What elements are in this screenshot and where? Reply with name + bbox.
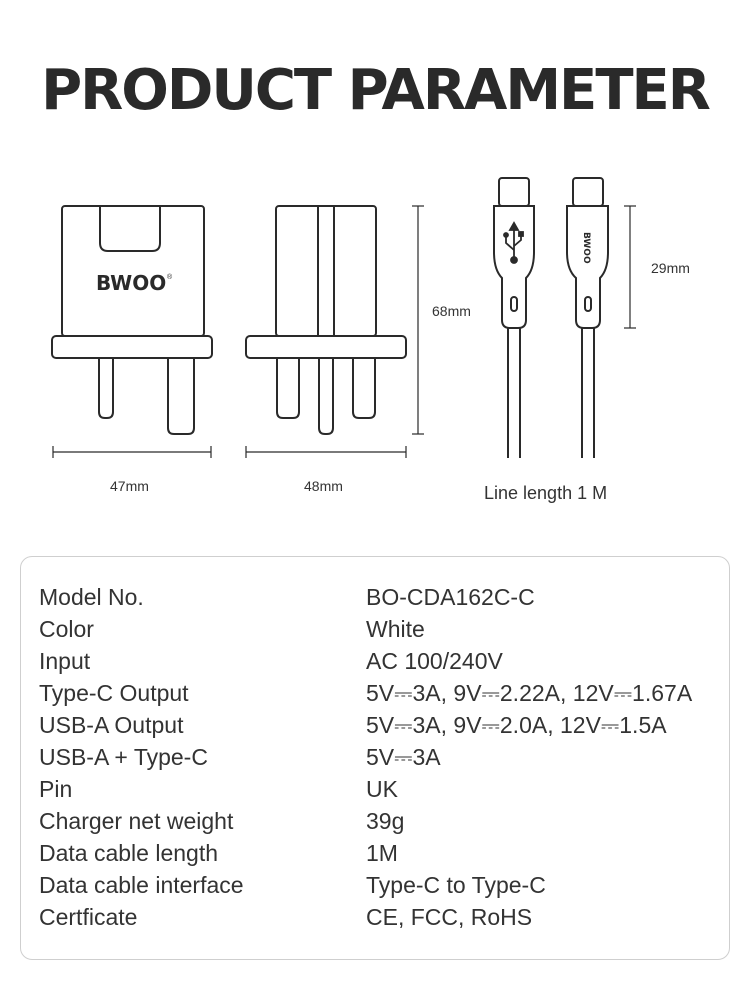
- dimension-lines: [52, 205, 636, 458]
- charger-side-view: [245, 205, 407, 435]
- parameter-value: CE, FCC, RoHS: [366, 904, 533, 930]
- charger-front-view: [51, 205, 213, 435]
- parameter-label: Model No.: [39, 584, 144, 610]
- parameter-row: Pin UK: [39, 776, 719, 808]
- parameter-row: Charger net weight 39g: [39, 808, 719, 840]
- product-drawing: BWOO ® 47mm 48mm 68mm 29mm: [51, 177, 690, 503]
- line-length-label: Line length 1 M: [484, 483, 607, 503]
- parameter-row: Color White: [39, 616, 719, 648]
- parameter-row: USB-A + Type-C 5V⎓3A: [39, 744, 719, 776]
- parameter-label: USB-A Output: [39, 712, 184, 738]
- parameter-label: USB-A + Type-C: [39, 744, 208, 770]
- parameter-label: Charger net weight: [39, 808, 234, 834]
- height-label: 68mm: [432, 303, 471, 319]
- parameter-value: Type-C to Type-C: [366, 872, 546, 898]
- width-side-label: 48mm: [304, 478, 343, 494]
- parameter-row: Data cable length 1M: [39, 840, 719, 872]
- parameter-row: USB-A Output 5V⎓3A, 9V⎓2.0A, 12V⎓1.5A: [39, 712, 719, 744]
- parameter-value: 1M: [366, 840, 398, 866]
- parameter-label: Data cable interface: [39, 872, 244, 898]
- parameter-label: Data cable length: [39, 840, 219, 866]
- parameter-label: Certficate: [39, 904, 138, 930]
- parameter-value: 39g: [366, 808, 405, 834]
- parameter-value: 5V⎓3A: [366, 744, 441, 770]
- cable-side-view: [566, 177, 609, 458]
- cable-head-length-label: 29mm: [651, 260, 690, 276]
- registered-mark: ®: [167, 273, 173, 281]
- parameter-value: AC 100/240V: [366, 648, 503, 674]
- charger-brand-logo: BWOO: [96, 271, 166, 295]
- parameter-row: Certficate CE, FCC, RoHS: [39, 904, 719, 936]
- usb-symbol-icon: [503, 221, 524, 264]
- parameter-row: Model No. BO-CDA162C-C: [39, 584, 719, 616]
- width-front-label: 47mm: [110, 478, 149, 494]
- parameter-value: BO-CDA162C-C: [366, 584, 535, 610]
- parameter-label: Pin: [39, 776, 73, 802]
- parameter-row: Type-C Output 5V⎓3A, 9V⎓2.22A, 12V⎓1.67A: [39, 680, 719, 712]
- parameter-value: 5V⎓3A, 9V⎓2.22A, 12V⎓1.67A: [366, 680, 693, 706]
- parameter-label: Color: [39, 616, 94, 642]
- cable-front-view: [493, 177, 535, 458]
- parameter-value: 5V⎓3A, 9V⎓2.0A, 12V⎓1.5A: [366, 712, 667, 738]
- parameter-label: Input: [39, 648, 91, 674]
- parameter-row: Data cable interface Type-C to Type-C: [39, 872, 719, 904]
- parameter-value: UK: [366, 776, 398, 802]
- parameter-label: Type-C Output: [39, 680, 189, 706]
- page-title: PRODUCT PARAMETER: [41, 58, 711, 123]
- cable-brand-logo: BWOO: [581, 232, 591, 264]
- parameter-value: White: [366, 616, 425, 642]
- parameter-row: Input AC 100/240V: [39, 648, 719, 680]
